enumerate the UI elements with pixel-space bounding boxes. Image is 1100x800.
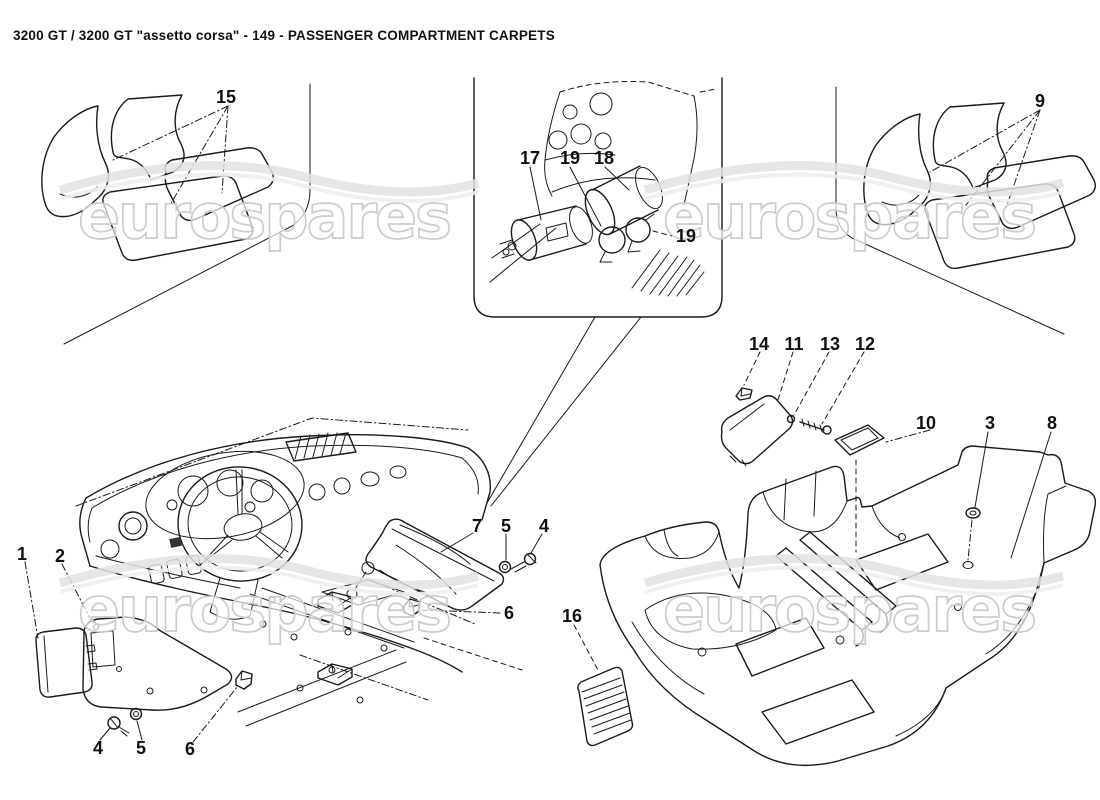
watermark: eurospares xyxy=(58,554,480,647)
callout-15: 15 xyxy=(215,87,237,107)
callout-19b: 19 xyxy=(675,226,697,246)
callout-17: 17 xyxy=(519,148,541,168)
callout-10: 10 xyxy=(915,413,937,433)
callout-12: 12 xyxy=(854,334,876,354)
watermark: eurospares xyxy=(643,554,1065,647)
callout-5b: 5 xyxy=(135,738,147,758)
callout-16: 16 xyxy=(561,606,583,626)
callout-18: 18 xyxy=(593,148,615,168)
callout-6a: 6 xyxy=(503,603,515,623)
watermark: eurospares xyxy=(643,161,1065,254)
callout-2: 2 xyxy=(54,546,66,566)
callout-3: 3 xyxy=(984,413,996,433)
callout-14: 14 xyxy=(748,334,770,354)
callout-11: 11 xyxy=(784,334,804,354)
callout-19a: 19 xyxy=(559,148,581,168)
svg-text:eurospares: eurospares xyxy=(663,180,1035,253)
callout-9: 9 xyxy=(1034,91,1046,111)
callout-4a: 4 xyxy=(538,516,550,536)
svg-text:eurospares: eurospares xyxy=(663,573,1035,646)
callout-4b: 4 xyxy=(92,738,104,758)
callout-13: 13 xyxy=(819,334,841,354)
page-title: 3200 GT / 3200 GT "assetto corsa" - 149 … xyxy=(13,28,555,43)
svg-text:eurospares: eurospares xyxy=(78,573,450,646)
watermark: eurospares xyxy=(58,161,480,254)
callout-1: 1 xyxy=(16,544,28,564)
callout-8: 8 xyxy=(1046,413,1058,433)
callout-6b: 6 xyxy=(184,739,196,759)
callout-5a: 5 xyxy=(500,516,512,536)
svg-text:eurospares: eurospares xyxy=(78,180,450,253)
callout-7: 7 xyxy=(471,516,483,536)
